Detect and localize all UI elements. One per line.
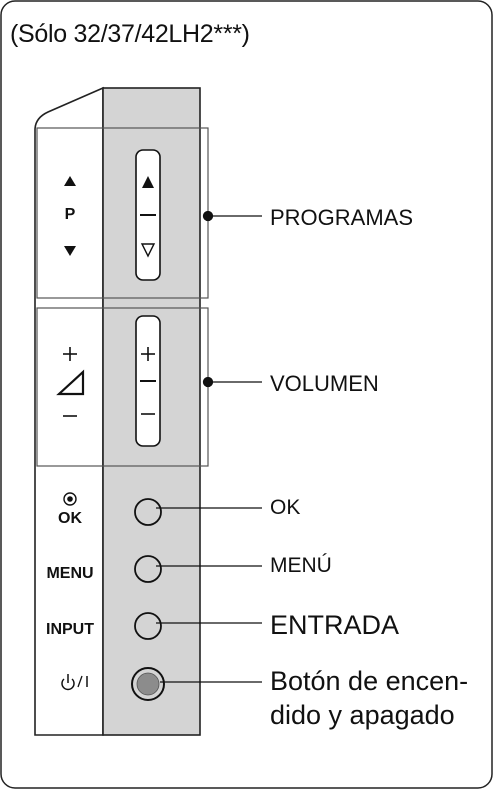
program-down-symbol-icon: [64, 246, 76, 256]
ok-label: OK: [58, 510, 82, 527]
ok-button[interactable]: [134, 498, 162, 526]
ok-symbol-icon: [63, 492, 77, 506]
volume-rocker-button[interactable]: [135, 315, 161, 447]
program-rocker-button[interactable]: [135, 149, 161, 281]
callout-ok: OK: [270, 496, 301, 519]
program-down-icon: [140, 243, 156, 258]
callout-power: Botón de encen- dido y apagado: [270, 664, 468, 732]
page-title: (Sólo 32/37/42LH2***): [10, 20, 250, 48]
power-symbol-icon: [61, 674, 88, 691]
menu-label: MENU: [46, 565, 94, 582]
volume-symbol-icon: [56, 347, 85, 417]
program-up-symbol-icon: [64, 176, 76, 186]
callout-power-line2: dido y apagado: [270, 700, 455, 730]
leader-lines: [156, 210, 262, 683]
program-label: P: [64, 206, 76, 223]
callout-power-line1: Botón de encen-: [270, 666, 469, 696]
callout-menu: MENÚ: [270, 554, 332, 577]
input-label: INPUT: [46, 621, 94, 638]
program-up-icon: [142, 176, 154, 188]
callout-volume: VOLUMEN: [270, 371, 379, 396]
input-button[interactable]: [134, 612, 162, 640]
callout-programs: PROGRAMAS: [270, 205, 414, 230]
power-button[interactable]: [131, 667, 165, 701]
callout-input: ENTRADA: [270, 610, 400, 640]
menu-button[interactable]: [134, 555, 162, 583]
